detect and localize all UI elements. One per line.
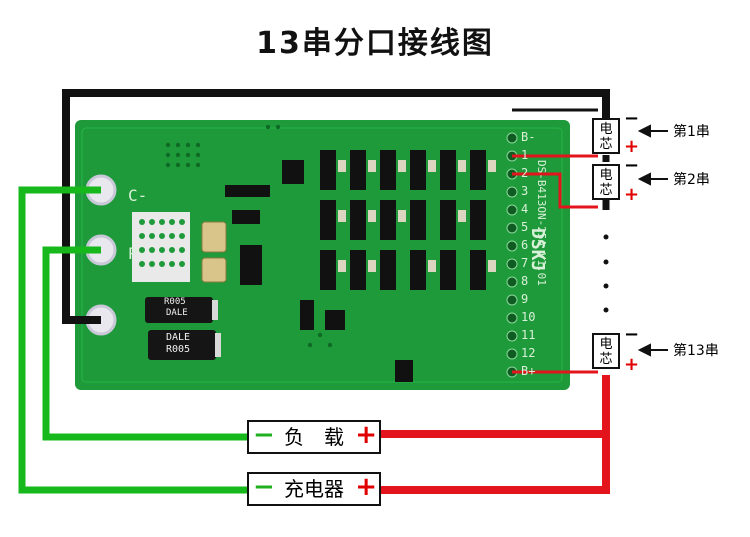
cell-text-bottom: 芯	[599, 183, 613, 198]
pin-label: 5	[521, 220, 529, 234]
shunt-resistor-2	[148, 330, 216, 360]
pcb-brand-label: DSKJ	[527, 228, 548, 272]
green-wire-load	[42, 246, 248, 441]
ellipsis-dots	[603, 234, 609, 313]
cell-text-top: 电	[599, 337, 613, 352]
pin-label: 7	[521, 256, 529, 270]
load-negative: −	[253, 420, 275, 450]
pcb-components	[225, 150, 486, 382]
pin-label: 8	[521, 274, 529, 288]
green-wire-charger	[18, 186, 248, 494]
pin-label: 11	[521, 328, 536, 342]
cell-13-negative: −	[624, 324, 640, 345]
cell-13-positive: +	[624, 354, 640, 375]
arrows	[637, 124, 668, 357]
charger-terminal: − 充电器 +	[247, 472, 381, 506]
resistor-1-text-b: DALE	[166, 308, 188, 318]
cell-2-label: 第2串	[673, 172, 710, 188]
load-terminal: − 负 载 +	[247, 420, 381, 454]
pin-label: 12	[521, 346, 536, 360]
pcb-vias	[165, 124, 333, 348]
pin-label: B-	[521, 130, 536, 144]
cell-2-negative: −	[624, 155, 640, 176]
pin-label: 2	[521, 166, 529, 180]
battery-cell-13: 电 芯	[592, 333, 620, 369]
pin-label: 10	[521, 310, 536, 324]
pcb-passives	[338, 160, 496, 272]
charger-positive: +	[355, 472, 377, 502]
cell-text-top: 电	[599, 122, 613, 137]
cell-13-label: 第13串	[673, 343, 719, 359]
charger-negative: −	[253, 472, 275, 502]
load-label: 负 载	[284, 425, 344, 449]
charger-label: 充电器	[284, 477, 344, 501]
resistor-1-text-a: R005	[164, 297, 186, 307]
pin-label: 3	[521, 184, 529, 198]
load-positive: +	[355, 420, 377, 450]
pin-label: 4	[521, 202, 529, 216]
pin-header	[506, 132, 518, 378]
pin-label: B+	[521, 364, 536, 378]
resistor-2-text-b: R005	[166, 344, 191, 355]
cell-text-bottom: 芯	[599, 137, 613, 152]
battery-cell-1: 电 芯	[592, 118, 620, 154]
pcb-capacitors	[201, 221, 227, 283]
pad-label-c: C-	[128, 186, 148, 205]
diagram-title: 13串分口接线图	[256, 26, 494, 61]
left-pads	[85, 174, 117, 336]
red-cell-wires	[512, 154, 598, 374]
cell-text-top: 电	[599, 168, 613, 183]
pin-label: 6	[521, 238, 529, 252]
shunt-resistor-1	[145, 297, 213, 323]
cell-1-label: 第1串	[673, 124, 710, 140]
red-main-wire	[380, 375, 610, 494]
battery-cell-2: 电 芯	[592, 164, 620, 200]
cell-text-bottom: 芯	[599, 352, 613, 367]
pin-label: 1	[521, 148, 529, 162]
resistor-2-text-a: DALE	[166, 332, 191, 343]
black-wire	[62, 89, 610, 324]
cell-2-positive: +	[624, 184, 640, 205]
cell-1-positive: +	[624, 136, 640, 157]
pad-label-p: P-	[128, 244, 148, 263]
cell-1-negative: −	[624, 108, 640, 129]
pin-label: 9	[521, 292, 529, 306]
